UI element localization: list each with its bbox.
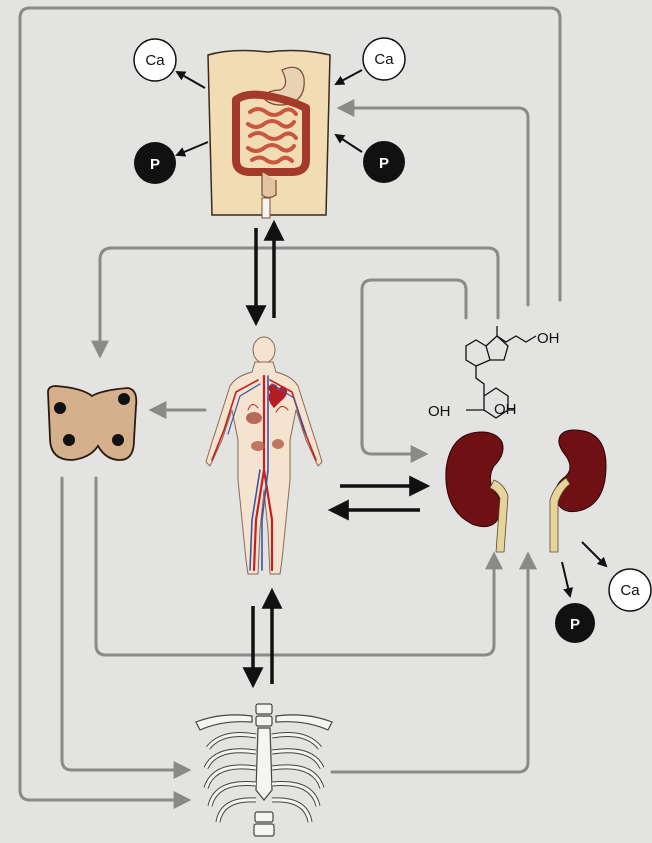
intestine-icon bbox=[208, 51, 330, 218]
svg-text:Ca: Ca bbox=[620, 582, 640, 599]
kidney-ion-arrows bbox=[562, 542, 606, 596]
calcium-ion-kidney: Ca bbox=[609, 569, 651, 611]
parathyroid-to-skeleton-path bbox=[62, 478, 188, 770]
vitamin-d-oh-top: OH bbox=[537, 330, 560, 347]
vitamin-d-oh-left: OH bbox=[428, 403, 451, 420]
svg-text:Ca: Ca bbox=[374, 51, 394, 68]
svg-text:P: P bbox=[570, 616, 580, 633]
parathyroid-gland-icon bbox=[48, 386, 136, 460]
skeleton-to-kidney-path bbox=[332, 555, 528, 772]
calcium-ion-right-intestine: Ca bbox=[363, 38, 405, 80]
right-kidney bbox=[555, 430, 606, 512]
vitamin-d-oh-right: OH bbox=[494, 401, 517, 418]
svg-text:P: P bbox=[150, 156, 160, 173]
calcium-ion-left-intestine: Ca bbox=[134, 39, 176, 81]
left-kidney bbox=[446, 432, 503, 527]
svg-text:P: P bbox=[379, 155, 389, 172]
kidneys-icon bbox=[446, 430, 606, 552]
human-circulation-icon bbox=[206, 337, 322, 574]
phosphate-ion-left-intestine: P bbox=[134, 142, 176, 184]
vitamin-d-to-intestine-path bbox=[340, 108, 528, 305]
loop-into-kidney-path bbox=[362, 280, 466, 454]
phosphate-ion-kidney: P bbox=[555, 603, 595, 643]
svg-text:Ca: Ca bbox=[145, 52, 165, 69]
phosphate-ion-right-intestine: P bbox=[363, 141, 405, 183]
parathyroid-to-kidney-path bbox=[96, 478, 494, 655]
skeleton-ribcage-icon bbox=[196, 704, 332, 836]
kidney-loop-to-parathyroid-path bbox=[100, 248, 498, 355]
